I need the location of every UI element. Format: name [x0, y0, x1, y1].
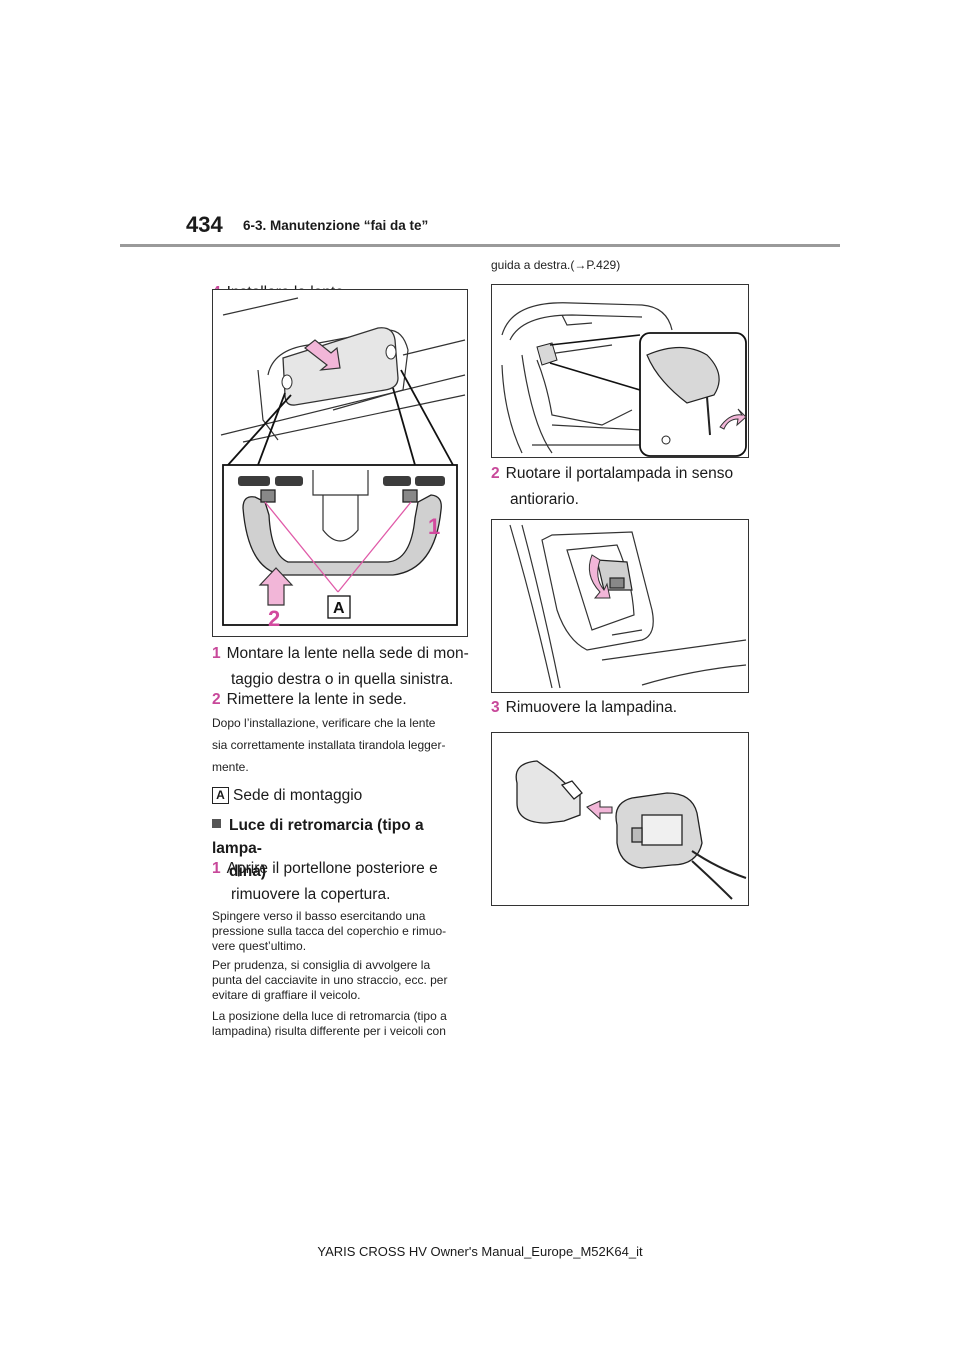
- note-line: evitare di graffiare il veicolo.: [212, 988, 361, 1002]
- figure-bulb-removal: [491, 732, 749, 906]
- note-line: mente.: [212, 760, 249, 774]
- step-text-line1: Montare la lente nella sede di mon-: [226, 645, 469, 662]
- square-bullet-icon: [212, 819, 221, 828]
- figure-label-1: 1: [428, 514, 440, 539]
- note-line: sia correttamente installata tirandola l…: [212, 738, 446, 752]
- step-number: 2: [212, 691, 221, 708]
- note-continued: guida a destra.(→P.429): [491, 258, 621, 272]
- bulb-removal-illustration: [515, 760, 747, 900]
- figure-label-a: A: [333, 600, 345, 617]
- lens-install-illustration: 1 2 A: [220, 297, 466, 631]
- step-2-reseat-lens: 2 Rimettere la lente in sede.: [212, 687, 407, 713]
- step-3-remove-bulb: 3 Rimuovere la lampadina.: [491, 695, 677, 721]
- figure-lens-install: 1 2 A: [212, 289, 468, 637]
- note-screwdriver: Per prudenza, si consiglia di avvolgere …: [212, 958, 472, 1003]
- legend-badge: A: [212, 787, 229, 805]
- step-number: 2: [491, 465, 500, 482]
- step-text: Rimuovere la lampadina.: [505, 699, 678, 716]
- note-position: La posizione della luce di retromarcia (…: [212, 1009, 472, 1039]
- note-line: punta del cacciavite in uno straccio, ec…: [212, 973, 448, 987]
- legend-text: Sede di montaggio: [233, 787, 363, 804]
- heading-line2: dina): [229, 863, 267, 880]
- note-line: La posizione della luce di retromarcia (…: [212, 1009, 447, 1023]
- footer-manual-id: YARIS CROSS HV Owner's Manual_Europe_M52…: [317, 1244, 643, 1259]
- step-text-line1: Aprire il portellone posteriore e: [226, 860, 438, 877]
- bulb-holder-illustration: [509, 524, 747, 689]
- tailgate-illustration: [501, 302, 747, 457]
- step-1-mount-lens: 1 Montare la lente nella sede di mon- tag…: [212, 641, 472, 693]
- step-2-rotate-holder: 2 Ruotare il portalampada in senso antior…: [491, 461, 751, 513]
- note-line: vere quest’ultimo.: [212, 939, 307, 953]
- note-line: Per prudenza, si consiglia di avvolgere …: [212, 958, 431, 972]
- note-line: Dopo l’installazione, verificare che la …: [212, 716, 436, 730]
- figure-bulb-holder: [491, 519, 749, 693]
- step-number: 3: [491, 699, 500, 716]
- header-rule: [120, 244, 840, 247]
- step-text-line2: taggio destra o in quella sinistra.: [231, 671, 454, 688]
- heading-line1: Luce di retromarcia (tipo a lampa-: [212, 817, 424, 857]
- step-number: 1: [212, 860, 221, 877]
- note-line: Spingere verso il basso esercitando una: [212, 909, 426, 923]
- step-text-line2: antiorario.: [510, 491, 579, 508]
- step-text: Rimettere la lente in sede.: [226, 691, 407, 708]
- step-text-line2: rimuovere la copertura.: [231, 886, 391, 903]
- step-number: 1: [212, 645, 221, 662]
- figure-tailgate: [491, 284, 749, 458]
- note-after-install: Dopo l’installazione, verificare che la …: [212, 712, 472, 778]
- page-number: 434: [186, 212, 223, 237]
- note-line: pressione sulla tacca del coperchio e ri…: [212, 924, 447, 938]
- note-line: lampadina) risulta differente per i veic…: [212, 1024, 446, 1038]
- step-1-open-tailgate: 1 Aprire il portellone posteriore e rimuo…: [212, 856, 472, 908]
- figure-label-2: 2: [268, 606, 280, 631]
- step-text-line1: Ruotare il portalampada in senso: [505, 465, 734, 482]
- heading-reverse-light: Luce di retromarcia (tipo a lampa- dina): [212, 814, 472, 883]
- note-push-cover: Spingere verso il basso esercitando una …: [212, 909, 472, 954]
- section-title: 6-3. Manutenzione “fai da te”: [243, 218, 429, 233]
